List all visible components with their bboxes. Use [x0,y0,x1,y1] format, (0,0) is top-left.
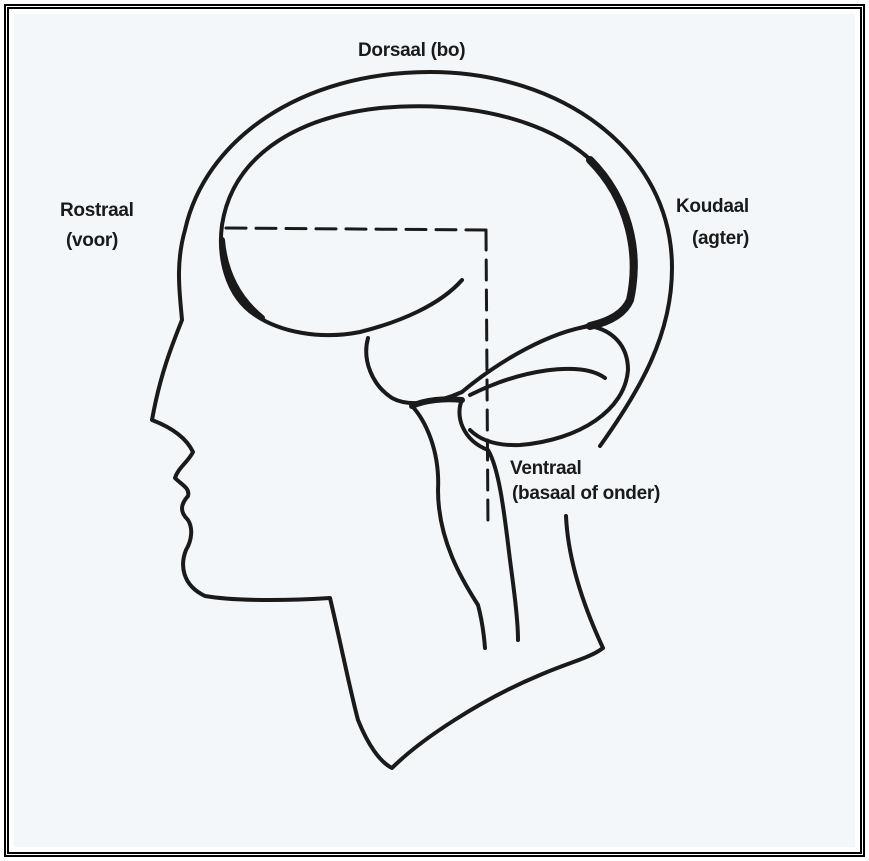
cerebrum-rim [590,160,634,326]
vertical-axis-dashed [486,230,488,528]
label-caudal-line1: Koudaal [676,194,749,220]
temporal-lobe [366,326,628,445]
label-ventral-line1: Ventraal [510,456,582,482]
horizontal-axis-dashed [226,228,486,230]
label-rostral-line2: (voor) [66,228,118,254]
label-ventral-line2: (basaal of onder) [512,481,660,507]
label-caudal-line2: (agter) [692,226,749,252]
label-rostral-line1: Rostraal [60,198,134,224]
pons [412,399,462,406]
cerebrum-outline [221,106,636,335]
label-dorsal: Dorsaal (bo) [358,38,465,64]
